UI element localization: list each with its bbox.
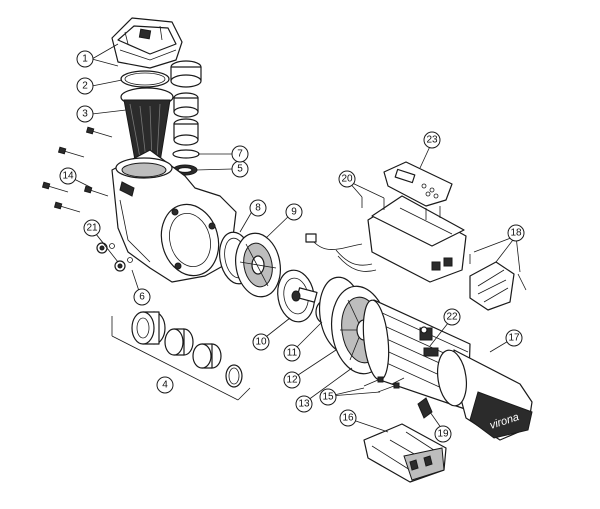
svg-text:9: 9 <box>291 207 297 218</box>
callout-7: 7 <box>231 145 249 163</box>
svg-text:11: 11 <box>287 348 298 359</box>
svg-text:20: 20 <box>341 174 353 185</box>
svg-text:8: 8 <box>255 203 261 214</box>
svg-text:18: 18 <box>510 228 522 239</box>
callout-23: 23 <box>423 131 441 149</box>
callout-17: 17 <box>505 329 523 347</box>
callout-21: 21 <box>83 219 101 237</box>
svg-text:13: 13 <box>298 399 310 410</box>
fan-cover: virona <box>436 349 533 441</box>
svg-text:6: 6 <box>139 292 145 303</box>
svg-text:16: 16 <box>342 413 354 424</box>
callout-5: 5 <box>231 160 249 178</box>
callout-12: 12 <box>283 371 301 389</box>
callout-11: 11 <box>283 344 301 362</box>
svg-text:21: 21 <box>86 223 98 234</box>
callout-9: 9 <box>285 203 303 221</box>
diffuser <box>235 232 281 298</box>
pump-housing <box>111 149 237 283</box>
union-kit <box>111 311 251 401</box>
controller-unit <box>305 195 467 283</box>
svg-text:17: 17 <box>508 333 520 344</box>
motor-connector <box>423 347 439 357</box>
callout-20: 20 <box>338 170 356 188</box>
lid-o-ring <box>120 70 170 88</box>
motor-base <box>363 423 447 483</box>
callout-15: 15 <box>319 388 337 406</box>
side-cover <box>469 254 527 311</box>
callout-10: 10 <box>252 333 270 351</box>
union-fittings-top <box>170 60 202 146</box>
callout-2: 2 <box>76 77 94 95</box>
svg-text:2: 2 <box>82 81 88 92</box>
svg-text:7: 7 <box>237 149 243 160</box>
callout-18: 18 <box>507 224 525 242</box>
svg-text:5: 5 <box>237 164 243 175</box>
housing-bolts <box>41 126 113 213</box>
svg-text:3: 3 <box>82 109 88 120</box>
callout-16: 16 <box>339 409 357 427</box>
svg-text:15: 15 <box>322 392 334 403</box>
callout-6: 6 <box>133 288 151 306</box>
union-o-ring <box>172 149 200 159</box>
callout-14: 14 <box>59 167 77 185</box>
svg-text:14: 14 <box>62 171 74 182</box>
svg-text:19: 19 <box>437 429 449 440</box>
callout-13: 13 <box>295 395 313 413</box>
callout-8: 8 <box>249 199 267 217</box>
callout-19: 19 <box>434 425 452 443</box>
pump-lid <box>111 17 183 69</box>
callout-1: 1 <box>76 50 94 68</box>
callout-3: 3 <box>76 105 94 123</box>
svg-text:12: 12 <box>286 375 298 386</box>
svg-text:4: 4 <box>162 380 168 391</box>
svg-text:1: 1 <box>82 54 88 65</box>
svg-text:22: 22 <box>446 312 458 323</box>
callout-22: 22 <box>443 308 461 326</box>
svg-text:23: 23 <box>426 135 438 146</box>
callout-4: 4 <box>156 376 174 394</box>
controller-display <box>383 161 453 207</box>
svg-text:10: 10 <box>255 337 267 348</box>
fan-clip <box>417 397 433 419</box>
impeller <box>277 269 318 323</box>
motor-bolts <box>363 376 405 393</box>
